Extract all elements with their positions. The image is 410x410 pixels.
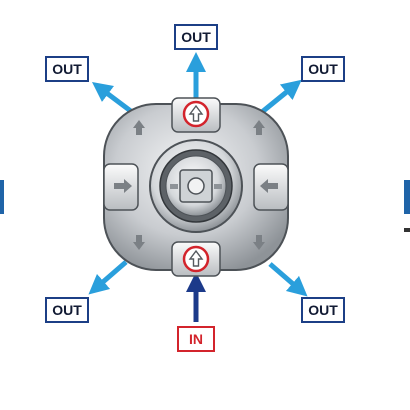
in-label: IN (177, 326, 215, 352)
top-port-marker (184, 102, 208, 126)
out-label-bottom-right: OUT (301, 297, 345, 323)
bottom-port-marker (184, 247, 208, 271)
out-label-top-left: OUT (45, 56, 89, 82)
out-arrow-top-left (100, 88, 132, 112)
out-label-top-right: OUT (301, 56, 345, 82)
out-arrow-top-right (262, 86, 294, 112)
out-arrow-bottom-right (270, 264, 300, 290)
out-label-top: OUT (174, 24, 218, 50)
out-arrow-bottom-left (96, 262, 126, 288)
out-label-bottom-left: OUT (45, 297, 89, 323)
